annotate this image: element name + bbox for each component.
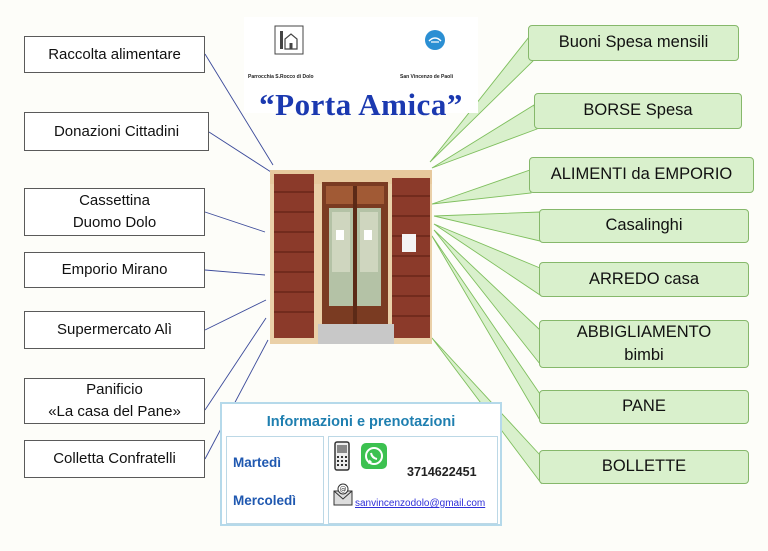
service-alimenti-emporio: ALIMENTI da EMPORIO [529, 157, 754, 193]
contact-info: 3714622451 @ sanvincenzodolo@gmail.com [328, 436, 498, 524]
source-emporio-mirano: Emporio Mirano [24, 252, 205, 288]
service-pane: PANE [539, 390, 749, 424]
mobile-phone-icon [334, 441, 350, 471]
service-connector [433, 211, 541, 242]
source-raccolta-alimentare: Raccolta alimentare [24, 36, 205, 73]
info-title: Informazioni e prenotazioni [266, 414, 456, 430]
service-arredo-casa: ARREDO casa [539, 262, 749, 297]
source-connector [208, 131, 272, 173]
service-casalinghi: Casalinghi [539, 209, 749, 243]
email-link[interactable]: sanvincenzodolo@gmail.com [355, 498, 486, 509]
day-tuesday: Martedì [233, 455, 282, 470]
source-panificio: Panificio «La casa del Pane» [24, 378, 205, 424]
service-connector [431, 169, 532, 205]
service-borse-spesa: BORSE Spesa [534, 93, 742, 129]
door-photo [270, 170, 432, 344]
porta-amica-logo: Parrocchia S.Rocco di Dolo San Vincenzo … [244, 17, 478, 122]
svg-text:@: @ [340, 486, 347, 494]
whatsapp-icon [361, 443, 387, 469]
source-donazioni-cittadini: Donazioni Cittadini [24, 112, 209, 151]
source-colletta-confratelli: Colletta Confratelli [24, 440, 205, 478]
parish-caption: Parrocchia S.Rocco di Dolo [248, 74, 314, 80]
source-connector [204, 53, 274, 166]
source-connector [204, 211, 266, 233]
email-icon: @ [333, 483, 353, 506]
page-title: “Porta Amica” [259, 87, 463, 122]
service-buoni-spesa: Buoni Spesa mensili [528, 25, 739, 61]
service-abbigliamento-bimbi: ABBIGLIAMENTO bimbi [539, 320, 749, 368]
source-connector [204, 317, 267, 411]
church-icon [274, 25, 304, 55]
san-vincenzo-caption: San Vincenzo de Paoli [400, 74, 453, 80]
san-vincenzo-emblem-icon [425, 30, 445, 50]
source-connector [204, 339, 269, 460]
source-connector [204, 269, 266, 276]
phone-number: 3714622451 [407, 465, 477, 479]
source-supermercato-ali: Supermercato Alì [24, 311, 205, 349]
info-panel: Informazioni e prenotazioni Martedì Merc… [220, 402, 502, 526]
source-cassettina-duomo: Cassettina Duomo Dolo [24, 188, 205, 236]
day-wednesday: Mercoledì [233, 493, 297, 508]
opening-days: Martedì Mercoledì [226, 436, 324, 524]
source-connector [204, 299, 267, 331]
service-bollette: BOLLETTE [539, 450, 749, 484]
